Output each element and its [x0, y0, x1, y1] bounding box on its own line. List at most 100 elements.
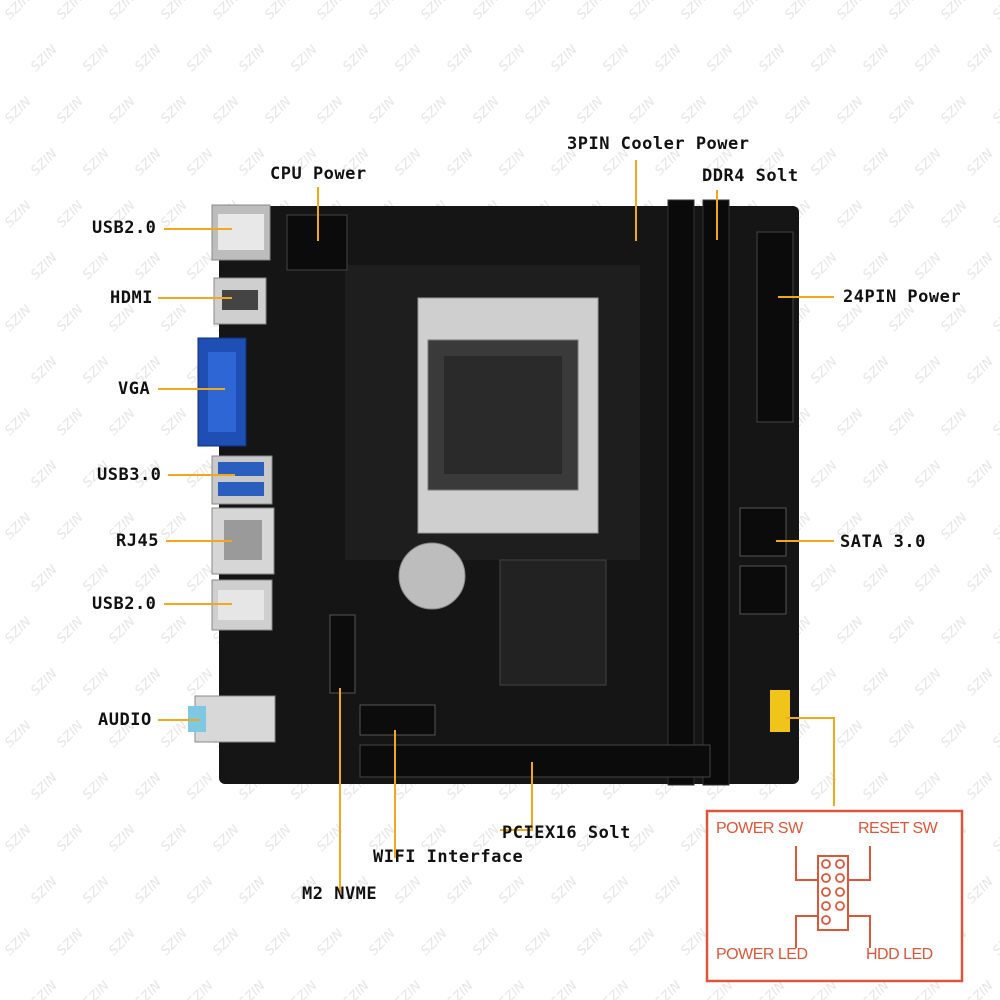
watermark-text: SZIN	[80, 354, 113, 387]
watermark-text: SZIN	[990, 406, 1000, 439]
label-cooler-power: 3PIN Cooler Power	[567, 134, 750, 154]
watermark-text: SZIN	[808, 146, 841, 179]
watermark-text: SZIN	[860, 146, 893, 179]
watermark-text: SZIN	[236, 874, 269, 907]
watermark-text: SZIN	[964, 874, 997, 907]
watermark-text: SZIN	[834, 94, 867, 127]
watermark-text: SZIN	[184, 42, 217, 75]
watermark-text: SZIN	[54, 94, 87, 127]
label-usb20-bottom: USB2.0	[92, 594, 157, 614]
watermark-text: SZIN	[288, 978, 321, 1000]
legend-pin-grid	[821, 859, 845, 925]
watermark-text: SZIN	[106, 614, 139, 647]
watermark-text: SZIN	[886, 614, 919, 647]
watermark-text: SZIN	[132, 666, 165, 699]
watermark-text: SZIN	[236, 146, 269, 179]
watermark-text: SZIN	[80, 42, 113, 75]
watermark-text: SZIN	[80, 666, 113, 699]
watermark-text: SZIN	[808, 42, 841, 75]
motherboard	[188, 199, 799, 786]
watermark-text: SZIN	[808, 666, 841, 699]
watermark-text: SZIN	[54, 926, 87, 959]
watermark-text: SZIN	[444, 146, 477, 179]
label-ddr4-slot: DDR4 Solt	[702, 166, 799, 186]
watermark-text: SZIN	[158, 718, 191, 751]
watermark-text: SZIN	[392, 874, 425, 907]
watermark-text: SZIN	[938, 198, 971, 231]
watermark-text: SZIN	[28, 666, 61, 699]
legend-pin	[835, 887, 845, 897]
watermark-text: SZIN	[808, 354, 841, 387]
watermark-text: SZIN	[392, 978, 425, 1000]
watermark-text: SZIN	[886, 198, 919, 231]
watermark-text: SZIN	[522, 0, 555, 23]
watermark-text: SZIN	[2, 822, 35, 855]
legend-pin	[821, 901, 831, 911]
watermark-text: SZIN	[626, 926, 659, 959]
watermark-text: SZIN	[756, 42, 789, 75]
watermark-text: SZIN	[600, 42, 633, 75]
watermark-text: SZIN	[990, 614, 1000, 647]
watermark-text: SZIN	[912, 562, 945, 595]
front-panel-legend	[705, 809, 964, 983]
watermark-text: SZIN	[626, 94, 659, 127]
watermark-text: SZIN	[834, 302, 867, 335]
watermark-text: SZIN	[2, 614, 35, 647]
watermark-text: SZIN	[678, 94, 711, 127]
watermark-text: SZIN	[2, 926, 35, 959]
watermark-text: SZIN	[808, 770, 841, 803]
watermark-text: SZIN	[964, 458, 997, 491]
watermark-text: SZIN	[548, 978, 581, 1000]
watermark-text: SZIN	[288, 42, 321, 75]
watermark-text: SZIN	[912, 42, 945, 75]
legend-power-led: POWER LED	[716, 946, 808, 963]
watermark-text: SZIN	[730, 0, 763, 23]
watermark-text: SZIN	[184, 874, 217, 907]
watermark-text: SZIN	[392, 42, 425, 75]
leader-lines	[158, 160, 835, 893]
watermark-text: SZIN	[678, 0, 711, 23]
watermark-text: SZIN	[2, 94, 35, 127]
watermark-text: SZIN	[28, 562, 61, 595]
watermark-text: SZIN	[990, 198, 1000, 231]
watermark-text: SZIN	[470, 926, 503, 959]
leader-pcie	[500, 762, 533, 831]
leader-front-panel	[786, 717, 835, 806]
watermark-text: SZIN	[262, 0, 295, 23]
watermark-text: SZIN	[886, 718, 919, 751]
watermark-text: SZIN	[132, 42, 165, 75]
legend-pin	[835, 901, 845, 911]
watermark-text: SZIN	[28, 458, 61, 491]
watermark-text: SZIN	[834, 718, 867, 751]
watermark-text: SZIN	[912, 354, 945, 387]
watermark-text: SZIN	[834, 406, 867, 439]
watermark-text: SZIN	[834, 198, 867, 231]
watermark-text: SZIN	[54, 0, 87, 23]
watermark-text: SZIN	[938, 94, 971, 127]
watermark-text: SZIN	[28, 146, 61, 179]
watermark-text: SZIN	[496, 874, 529, 907]
watermark-text: SZIN	[834, 0, 867, 23]
watermark-text: SZIN	[262, 926, 295, 959]
watermark-text: SZIN	[626, 822, 659, 855]
watermark-text: SZIN	[574, 0, 607, 23]
label-hdmi: HDMI	[110, 288, 153, 308]
label-rj45: RJ45	[116, 531, 159, 551]
watermark-text: SZIN	[132, 250, 165, 283]
watermark-text: SZIN	[2, 198, 35, 231]
watermark-text: SZIN	[158, 822, 191, 855]
watermark-text: SZIN	[184, 666, 217, 699]
legend-pin	[821, 859, 831, 869]
watermark-text: SZIN	[964, 42, 997, 75]
watermark-text: SZIN	[938, 302, 971, 335]
watermark-text: SZIN	[626, 0, 659, 23]
watermark-text: SZIN	[28, 770, 61, 803]
watermark-text: SZIN	[80, 770, 113, 803]
watermark-text: SZIN	[210, 94, 243, 127]
watermark-text: SZIN	[132, 874, 165, 907]
watermark-text: SZIN	[28, 874, 61, 907]
watermark-text: SZIN	[2, 510, 35, 543]
watermark-text: SZIN	[990, 302, 1000, 335]
legend-pin	[835, 859, 845, 869]
